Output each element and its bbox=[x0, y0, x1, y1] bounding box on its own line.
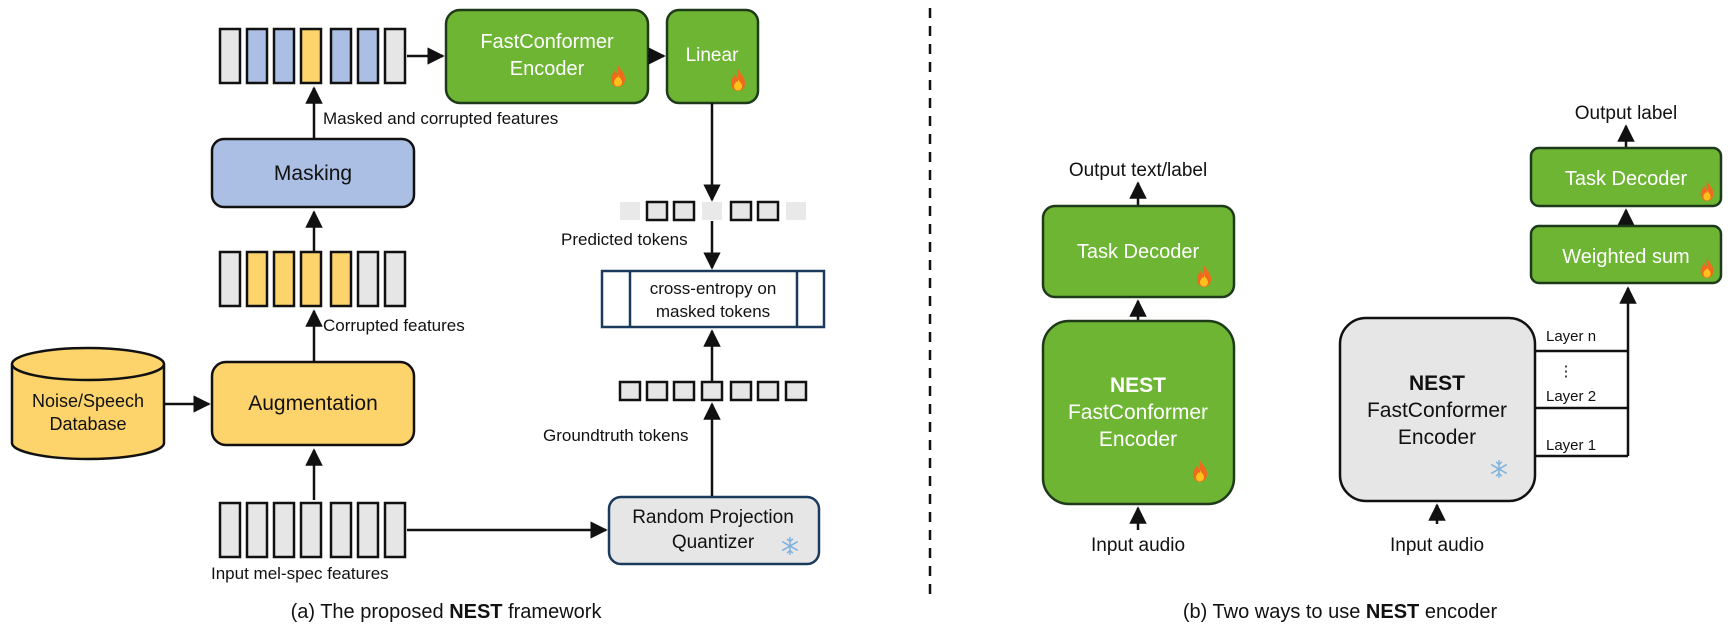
nest2-label: NEST bbox=[1409, 372, 1465, 395]
fastconformer-label-2: Encoder bbox=[510, 58, 585, 80]
caption-a-bold: NEST bbox=[449, 601, 502, 623]
layer-1-label: Layer 1 bbox=[1546, 437, 1596, 454]
weighted-sum-box: Weighted sum bbox=[1529, 224, 1723, 285]
caption-b-bold: NEST bbox=[1366, 601, 1419, 623]
masking-box: Masking bbox=[210, 137, 416, 209]
caption-a-suffix: framework bbox=[503, 601, 603, 623]
layer-connections bbox=[1535, 286, 1637, 458]
input-audio-2-label: Input audio bbox=[1390, 535, 1484, 556]
input-melspec-row bbox=[218, 501, 407, 559]
nest-encoder-frozen-box: NEST FastConformer Encoder bbox=[1338, 316, 1537, 503]
masked-corrupted-label: Masked and corrupted features bbox=[323, 109, 558, 128]
weighted-sum-label: Weighted sum bbox=[1562, 246, 1689, 268]
noise-speech-database: Noise/Speech Database bbox=[10, 346, 166, 461]
predicted-label: Predicted tokens bbox=[561, 230, 688, 249]
augmentation-box: Augmentation bbox=[210, 360, 416, 447]
nest-label: NEST bbox=[1110, 374, 1166, 397]
fastconformer-encoder-box: FastConformer Encoder bbox=[444, 8, 650, 105]
masking-label: Masking bbox=[274, 162, 352, 185]
cross-entropy-label-1: cross-entropy on bbox=[650, 279, 777, 298]
linear-label: Linear bbox=[686, 45, 739, 66]
groundtruth-label: Groundtruth tokens bbox=[543, 426, 689, 445]
database-label-1: Noise/Speech bbox=[32, 391, 144, 411]
corrupted-label: Corrupted features bbox=[323, 316, 465, 335]
linear-box: Linear bbox=[665, 8, 760, 105]
cross-entropy-box: cross-entropy on masked tokens bbox=[600, 269, 826, 329]
nest2-enc-label-3: Encoder bbox=[1398, 426, 1476, 449]
nest-encoder-finetune-box: NEST FastConformer Encoder bbox=[1041, 319, 1236, 506]
layer-dots: ⋮ bbox=[1559, 363, 1574, 380]
database-label-2: Database bbox=[49, 414, 126, 434]
rpq-label-2: Quantizer bbox=[672, 532, 755, 553]
task-decoder-box: Task Decoder bbox=[1041, 204, 1236, 299]
nest2-enc-label-2: FastConformer bbox=[1367, 399, 1507, 422]
layer-n-label: Layer n bbox=[1546, 328, 1596, 345]
nest-enc-label-2: FastConformer bbox=[1068, 401, 1208, 424]
caption-b-suffix: encoder bbox=[1419, 601, 1497, 623]
nest-enc-label-3: Encoder bbox=[1099, 428, 1177, 451]
caption-b: (b) Two ways to use NEST encoder bbox=[1183, 601, 1498, 623]
predicted-token-row bbox=[620, 200, 806, 222]
random-projection-quantizer-box: Random Projection Quantizer bbox=[607, 495, 821, 566]
output-label: Output label bbox=[1575, 103, 1677, 124]
groundtruth-token-row bbox=[618, 380, 808, 402]
fastconformer-label-1: FastConformer bbox=[480, 31, 614, 53]
rpq-label-1: Random Projection bbox=[632, 507, 794, 528]
caption-a-prefix: (a) The proposed bbox=[291, 601, 450, 623]
corrupted-token-row bbox=[218, 250, 407, 308]
layer-2-label: Layer 2 bbox=[1546, 388, 1596, 405]
task-decoder-2-label: Task Decoder bbox=[1565, 168, 1688, 190]
caption-a: (a) The proposed NEST framework bbox=[291, 601, 603, 623]
augmentation-label: Augmentation bbox=[248, 392, 378, 415]
cross-entropy-label-2: masked tokens bbox=[656, 302, 770, 321]
task-decoder-box-2: Task Decoder bbox=[1529, 146, 1723, 208]
output-text-label: Output text/label bbox=[1069, 160, 1207, 181]
input-melspec-label: Input mel-spec features bbox=[211, 564, 389, 583]
caption-b-prefix: (b) Two ways to use bbox=[1183, 601, 1366, 623]
masked-corrupted-token-row bbox=[218, 27, 407, 85]
input-audio-label: Input audio bbox=[1091, 535, 1185, 556]
task-decoder-label: Task Decoder bbox=[1077, 241, 1200, 263]
